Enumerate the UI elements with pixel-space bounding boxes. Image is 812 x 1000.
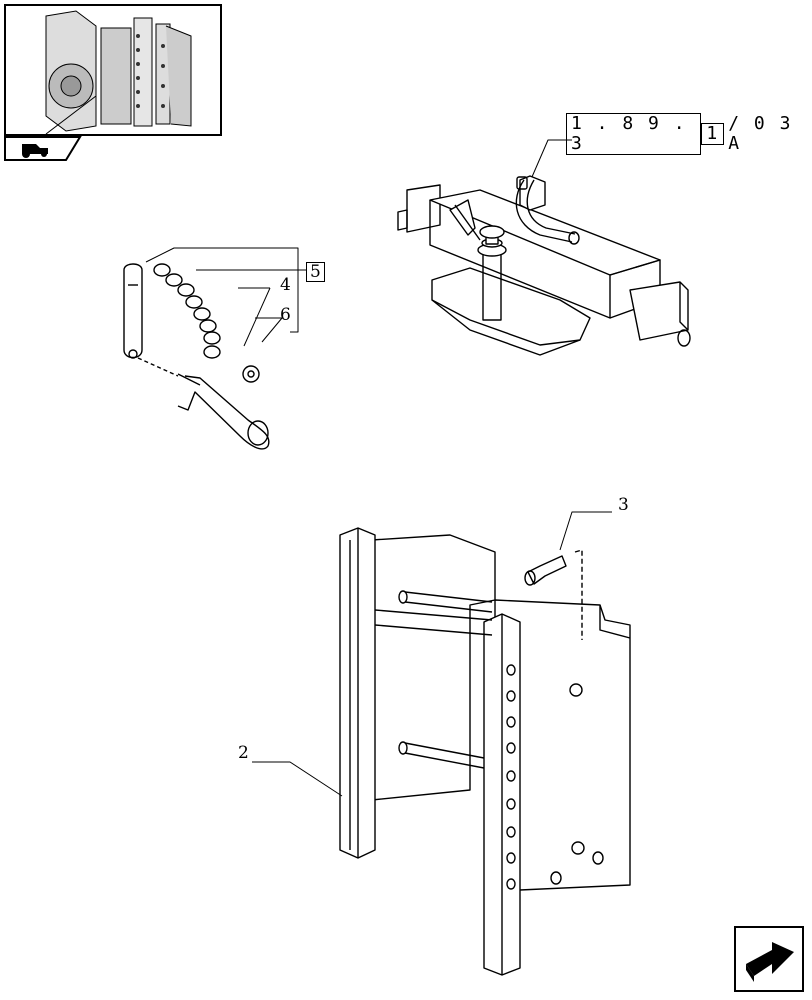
bracket-assembly (339, 527, 631, 976)
callout-2: 2 (238, 743, 249, 763)
tractor-icon (4, 136, 82, 161)
callout-6: 6 (280, 305, 291, 325)
retaining-pin-group (123, 263, 270, 450)
reference-code-main: 1 . 8 9 . 3 (566, 113, 702, 155)
callout-5: 5 (306, 262, 325, 282)
callout-4: 4 (280, 275, 291, 295)
reference-code-suffix: / 0 3 A (728, 113, 793, 154)
callout-3: 3 (618, 495, 629, 515)
tow-hitch-assembly (397, 175, 691, 356)
reference-code-index: 1 (701, 123, 725, 145)
reference-code[interactable]: 1 . 8 9 . 3 1 / 0 3 A (566, 113, 812, 155)
next-page-arrow-icon[interactable] (734, 926, 804, 992)
locator-thumbnail (4, 4, 222, 136)
thumbnail-drawing (45, 10, 192, 134)
